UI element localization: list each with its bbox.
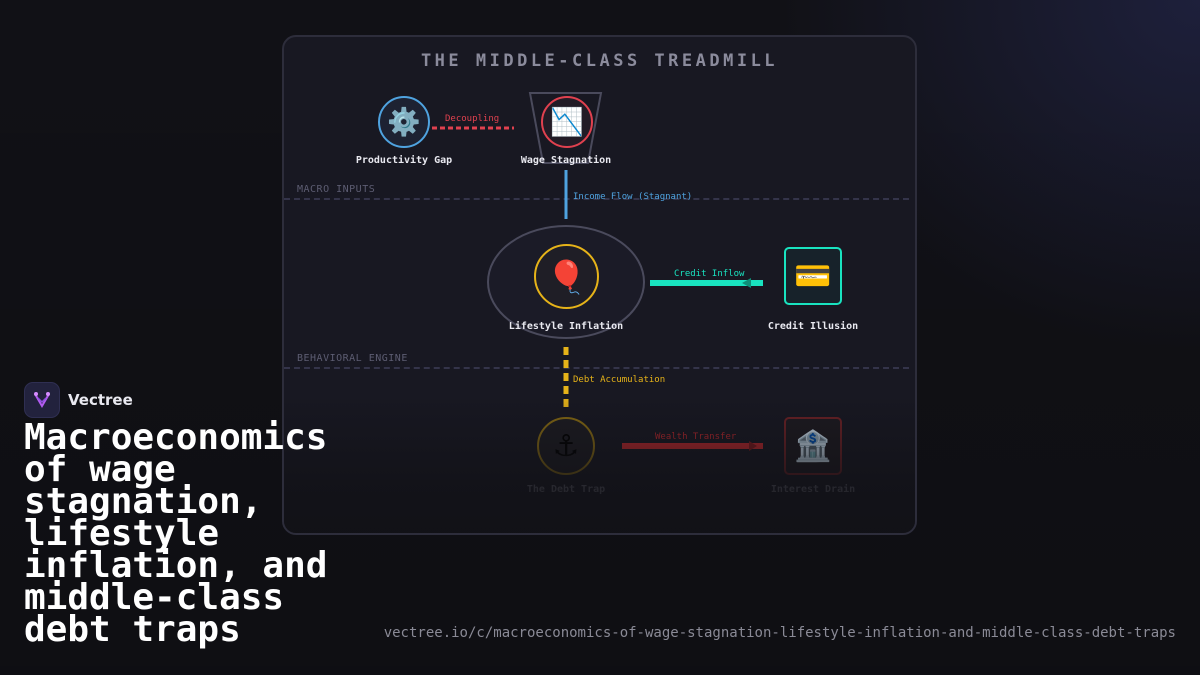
credit-card-icon: 💳 xyxy=(784,247,842,305)
diagram-title: THE MIDDLE-CLASS TREADMILL xyxy=(420,51,779,71)
diagram-panel: THE MIDDLE-CLASS TREADMILL MACRO INPUTS … xyxy=(282,35,917,535)
funnel-shape xyxy=(528,92,603,164)
gear-icon: ⚙️ xyxy=(378,96,430,148)
zone-divider-behavioral xyxy=(284,367,909,369)
source-url[interactable]: vectree.io/c/macroeconomics-of-wage-stag… xyxy=(383,625,1176,641)
wage-stagnation-label: Wage Stagnation xyxy=(520,155,612,166)
credit-inflow-label: Credit Inflow xyxy=(674,269,745,279)
income-flow-label: Income Flow (Stagnant) xyxy=(573,192,693,202)
zone-divider-macro xyxy=(284,198,909,200)
wealth-transfer-arrowhead xyxy=(749,441,757,451)
credit-illusion-label: Credit Illusion xyxy=(767,321,859,332)
chart-decreasing-icon: 📉 xyxy=(541,96,593,148)
decoupling-label: Decoupling xyxy=(445,114,500,124)
wealth-transfer-label: Wealth Transfer xyxy=(655,432,737,442)
brand[interactable]: Vectree xyxy=(24,382,133,418)
productivity-gap-label: Productivity Gap xyxy=(355,155,453,166)
bank-icon: 🏦 xyxy=(784,417,842,475)
brand-name: Vectree xyxy=(68,391,133,409)
credit-inflow-arrowhead xyxy=(742,278,751,288)
lifestyle-inflation-label: Lifestyle Inflation xyxy=(508,321,624,332)
balloon-icon: 🎈 xyxy=(534,244,599,309)
page-title: Macroeconomics of wage stagnation, lifes… xyxy=(24,417,328,650)
interest-drain-label: Interest Drain xyxy=(770,484,856,495)
zone-label-macro-inputs: MACRO INPUTS xyxy=(297,184,376,195)
vectree-logo-icon xyxy=(24,382,60,418)
anchor-icon: ⚓ xyxy=(537,417,595,475)
debt-trap-label: The Debt Trap xyxy=(526,484,606,495)
debt-accumulation-label: Debt Accumulation xyxy=(573,375,666,385)
zone-label-behavioral-engine: BEHAVIORAL ENGINE xyxy=(297,353,408,364)
